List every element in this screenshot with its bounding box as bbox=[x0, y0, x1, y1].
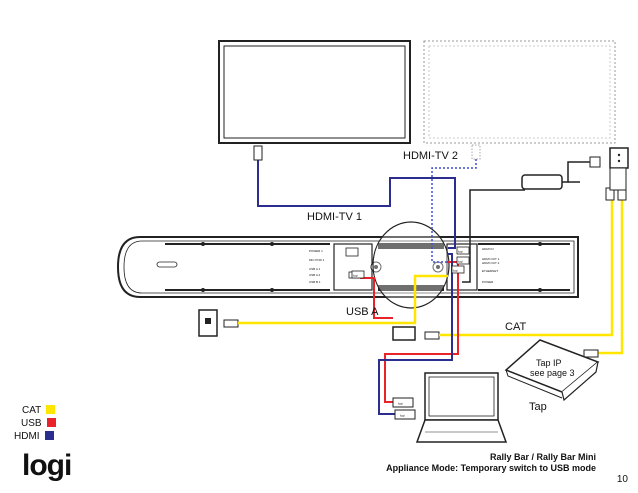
logi-tag-5: logi bbox=[398, 402, 403, 406]
legend-usb-swatch bbox=[46, 418, 56, 427]
svg-text:USB B 1: USB B 1 bbox=[309, 280, 321, 284]
label-hdmi-tv2: HDMI-TV 2 bbox=[403, 150, 458, 162]
label-usb-a: USB A bbox=[346, 306, 379, 318]
tap-device bbox=[504, 339, 600, 402]
svg-text:HDMI OUT 2: HDMI OUT 2 bbox=[482, 261, 500, 265]
caption-title: Rally Bar / Rally Bar Mini bbox=[489, 452, 596, 462]
label-tap-ip: Tap IP bbox=[536, 358, 562, 368]
power-cable bbox=[462, 147, 629, 283]
logi-tag-3: logi bbox=[453, 269, 458, 273]
label-hdmi-tv1: HDMI-TV 1 bbox=[307, 211, 362, 223]
caption-subtitle: Appliance Mode: Temporary switch to USB … bbox=[386, 463, 596, 473]
highlight-circle bbox=[372, 221, 450, 309]
hdmi-cable-tv1 bbox=[253, 145, 456, 249]
cat-cable-wall bbox=[198, 274, 448, 337]
logi-tag-2: logi bbox=[458, 260, 463, 264]
svg-text:POWER 1: POWER 1 bbox=[309, 249, 323, 253]
svg-text:POWER: POWER bbox=[482, 280, 494, 284]
legend-cat-label: CAT bbox=[22, 405, 42, 416]
legend-hdmi-label: HDMI bbox=[14, 431, 40, 442]
logi-tag-4: logi bbox=[353, 274, 358, 278]
logi-logo: logi bbox=[22, 449, 72, 482]
legend-cat-swatch bbox=[46, 405, 56, 414]
svg-text:USB A 1: USB A 1 bbox=[309, 267, 321, 271]
svg-text:HDMI OUT 1: HDMI OUT 1 bbox=[482, 257, 500, 261]
laptop bbox=[415, 372, 508, 443]
label-cat: CAT bbox=[505, 321, 526, 333]
svg-text:MIC POD 1: MIC POD 1 bbox=[309, 258, 325, 262]
tv1 bbox=[218, 40, 411, 144]
label-tap: Tap bbox=[529, 401, 547, 413]
legend-usb: USB bbox=[21, 418, 56, 429]
svg-text:HDMI IN: HDMI IN bbox=[482, 247, 494, 251]
label-see-page: see page 3 bbox=[530, 368, 575, 378]
tv2 bbox=[423, 40, 616, 144]
port-panel-left: POWER 1 MIC POD 1 USB A 1 USB A 2 USB B … bbox=[309, 243, 373, 291]
logi-tag-1: logi bbox=[458, 250, 463, 254]
logi-tags bbox=[351, 246, 470, 279]
logi-tag-6: logi bbox=[400, 414, 405, 418]
page-number: 10 bbox=[616, 474, 628, 485]
legend-hdmi: HDMI bbox=[14, 431, 54, 442]
legend-cat: CAT bbox=[22, 405, 56, 416]
svg-text:ETHERNET: ETHERNET bbox=[482, 269, 498, 273]
hdmi-cable-tv2 bbox=[431, 144, 481, 263]
usb-cable bbox=[360, 253, 459, 420]
cat-cable-tap bbox=[424, 167, 627, 358]
legend-hdmi-swatch bbox=[44, 431, 54, 440]
svg-text:USB A 2: USB A 2 bbox=[309, 273, 321, 277]
legend-usb-label: USB bbox=[21, 418, 42, 429]
